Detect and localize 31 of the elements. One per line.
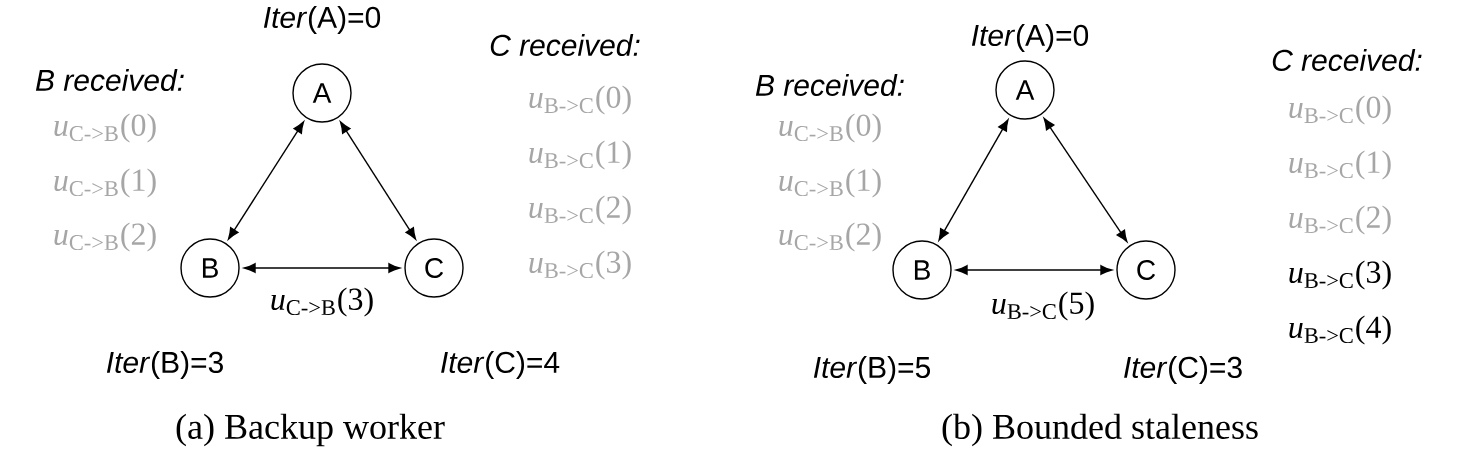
double-arrow: [339, 121, 417, 240]
iteration-label: Iter(C)=4: [441, 351, 560, 379]
double-arrow: [243, 263, 401, 273]
double-arrow: [938, 119, 1009, 241]
message-label: u$_{B->C}$(0): [1289, 95, 1391, 125]
message-label: u$_{C->B}$(0): [54, 113, 156, 143]
subfigure-caption: (b) Bounded staleness: [942, 413, 1258, 447]
received-heading: C received:: [1272, 49, 1422, 72]
message-label: u$_{B->C}$(1): [1289, 150, 1391, 180]
message-label: u$_{B->C}$(0): [529, 85, 631, 115]
edge-label: u$_{C->B}$(3): [267, 285, 377, 319]
double-arrow: [955, 265, 1113, 275]
received-heading: B received:: [755, 74, 904, 97]
message-label: u$_{B->C}$(3): [529, 250, 631, 280]
iteration-label: Iter(B)=5: [813, 356, 931, 384]
received-heading: C received:: [490, 34, 640, 57]
iteration-label: Iter(B)=3: [106, 351, 223, 379]
edge-label: u$_{B->C}$(5): [988, 289, 1098, 323]
double-arrow: [227, 121, 305, 240]
iteration-label: Iter(A)=0: [263, 6, 381, 34]
double-arrow: [1043, 117, 1128, 243]
iteration-label: Iter(A)=0: [971, 24, 1089, 52]
iteration-label: Iter(C)=3: [1124, 356, 1242, 384]
subfigure-caption: (a) Backup worker: [176, 413, 445, 447]
message-label: u$_{C->B}$(2): [54, 222, 156, 252]
message-label: u$_{C->B}$(0): [779, 113, 881, 143]
message-label: u$_{B->C}$(1): [529, 140, 631, 170]
message-label: u$_{B->C}$(4): [1289, 315, 1391, 345]
message-label: u$_{C->B}$(2): [779, 222, 881, 252]
message-label: u$_{B->C}$(3): [1289, 260, 1391, 290]
received-heading: B received:: [35, 69, 184, 92]
